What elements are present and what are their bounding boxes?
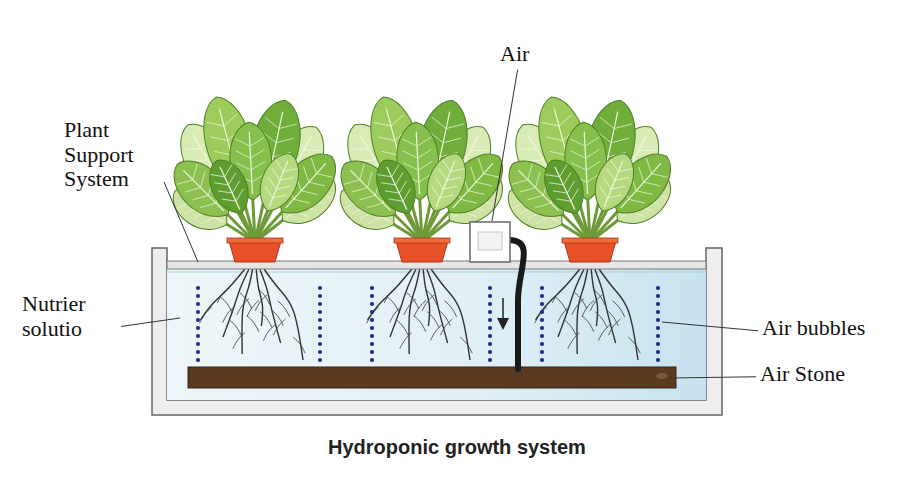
part-label: Air bubbles [762, 316, 865, 341]
leader-line [670, 377, 756, 378]
air-bubbles [196, 286, 660, 362]
part-label: Air [500, 42, 529, 67]
leader-line [121, 318, 180, 326]
nutrient-solution [167, 268, 706, 400]
lettuce-plant [330, 91, 515, 262]
roots [200, 269, 641, 360]
leader-line [492, 70, 518, 221]
air-stone [188, 367, 676, 388]
air-stone-outlet [656, 373, 668, 379]
leader-line [164, 182, 198, 262]
part-label: Air Stone [760, 362, 845, 387]
figure-caption: Hydroponic growth system [328, 436, 586, 459]
lettuce-plant [163, 91, 348, 262]
part-label: Plant Support System [64, 118, 160, 192]
air-tube [509, 240, 524, 369]
plants [163, 91, 683, 262]
tank-wall [152, 248, 722, 415]
air-pump-panel [478, 232, 502, 250]
air-pump [470, 222, 510, 262]
leader-lines [121, 70, 758, 378]
part-label: Nutrier solutio [22, 292, 117, 341]
air-flow-arrow [502, 298, 504, 324]
lettuce-plant [498, 91, 683, 262]
leader-line [662, 322, 758, 331]
